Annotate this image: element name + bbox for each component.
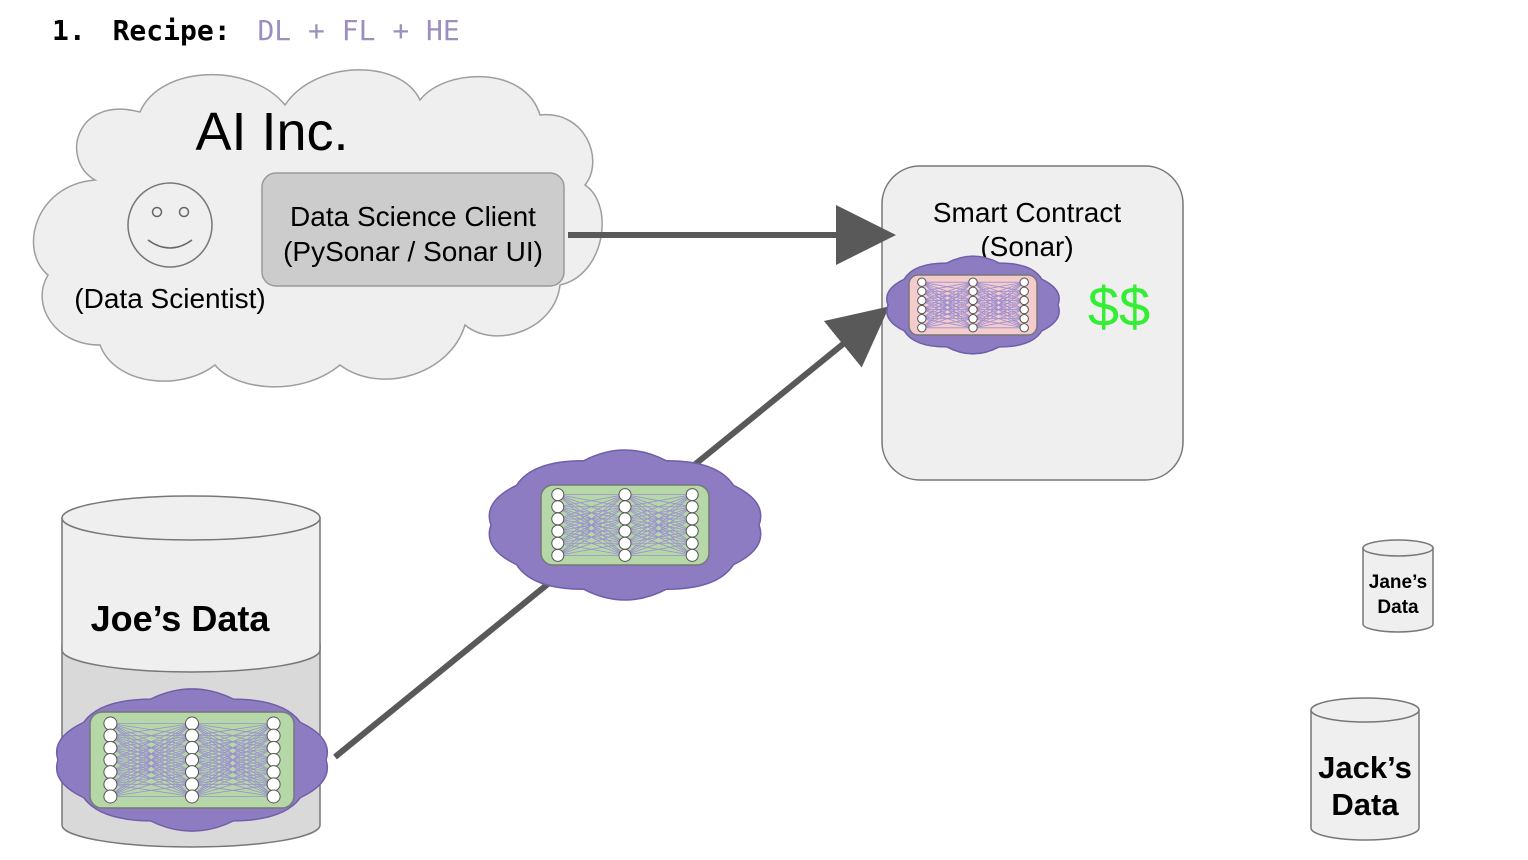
- model-node: [266, 789, 281, 804]
- model-node: [266, 753, 281, 767]
- reward-label: $$: [1088, 275, 1150, 338]
- model-node: [551, 536, 565, 550]
- model-node: [685, 548, 699, 562]
- model-node: [551, 548, 565, 562]
- model-node: [968, 286, 978, 297]
- model-node: [685, 536, 699, 550]
- model-node: [103, 728, 118, 743]
- model-node: [551, 500, 565, 514]
- header: 1. Recipe: DL + FL + HE: [52, 14, 460, 47]
- model-node: [618, 512, 632, 526]
- data-science-client-box: Data Science Client (PySonar / Sonar UI): [261, 172, 565, 287]
- model-node: [103, 777, 118, 792]
- model-node: [266, 740, 281, 755]
- model-node: [917, 295, 927, 306]
- model-node: [917, 304, 927, 315]
- model-node: [551, 524, 565, 538]
- model-node: [917, 313, 927, 324]
- svg-text:1. Recipe: DL + FL: 1. Recipe: DL + FL + HE: [52, 14, 460, 47]
- model-node: [185, 789, 199, 804]
- model-connections: [110, 723, 274, 797]
- contract-subtitle: (Sonar): [980, 231, 1073, 262]
- model-node: [685, 488, 699, 502]
- model-connections: [921, 281, 1025, 329]
- model-node: [618, 488, 632, 502]
- model-node: [551, 512, 565, 526]
- model-node: [266, 777, 281, 792]
- jack-data-store: Jack’s Data: [1310, 697, 1420, 841]
- model-node: [618, 536, 632, 550]
- model-node: [266, 728, 281, 743]
- model-node: [103, 740, 118, 755]
- transit-model: [488, 449, 762, 601]
- model-node: [968, 323, 978, 333]
- contract-title: Smart Contract: [933, 197, 1121, 228]
- jane-data-label-line2: Data: [1377, 597, 1419, 618]
- jane-data-label-line1: Jane’s: [1369, 572, 1427, 593]
- jack-data-label-line1: Jack’s: [1318, 750, 1412, 785]
- model-node: [618, 500, 632, 514]
- joe-data-label: Joe’s Data: [91, 598, 271, 639]
- model-node: [185, 740, 199, 755]
- data-scientist-label: (Data Scientist): [74, 283, 265, 314]
- model-connections: [557, 494, 693, 556]
- jack-data-label-line2: Data: [1331, 787, 1399, 822]
- model-node: [103, 716, 118, 731]
- model-node: [917, 277, 927, 287]
- model-node: [685, 524, 699, 538]
- model-node: [968, 277, 978, 287]
- model-node: [685, 512, 699, 526]
- model-node: [185, 777, 199, 792]
- model-node: [185, 728, 199, 743]
- header-number: 1.: [52, 14, 86, 47]
- model-node: [266, 716, 281, 731]
- model-node: [103, 753, 118, 767]
- model-node: [1019, 295, 1029, 306]
- model-node: [551, 488, 565, 502]
- client-title: Data Science Client: [290, 201, 536, 232]
- model-node: [103, 765, 118, 780]
- model-node: [1019, 323, 1029, 333]
- model-node: [1019, 313, 1029, 324]
- client-subtitle: (PySonar / Sonar UI): [283, 236, 543, 267]
- joe-model: [56, 688, 328, 832]
- model-node: [968, 313, 978, 324]
- contract-model: [886, 255, 1060, 355]
- model-node: [103, 789, 118, 804]
- model-node: [1019, 286, 1029, 297]
- model-node: [185, 753, 199, 767]
- model-node: [1019, 277, 1029, 287]
- joe-cylinder-upper: [61, 517, 321, 673]
- model-node: [968, 304, 978, 315]
- header-label: Recipe:: [113, 14, 231, 47]
- header-formula: DL + FL + HE: [257, 14, 459, 47]
- model-node: [618, 524, 632, 538]
- model-node: [618, 548, 632, 562]
- model-node: [917, 323, 927, 333]
- model-node: [917, 286, 927, 297]
- model-node: [685, 500, 699, 514]
- model-node: [185, 716, 199, 731]
- data-scientist-icon: [127, 182, 213, 268]
- model-node: [266, 765, 281, 780]
- company-name: AI Inc.: [195, 102, 348, 162]
- model-node: [968, 295, 978, 306]
- ai-inc-cloud: AI Inc. (Data Scientist) Data Science Cl…: [32, 69, 603, 388]
- model-node: [185, 765, 199, 780]
- jane-data-store: Jane’s Data: [1362, 539, 1434, 633]
- model-node: [1019, 304, 1029, 315]
